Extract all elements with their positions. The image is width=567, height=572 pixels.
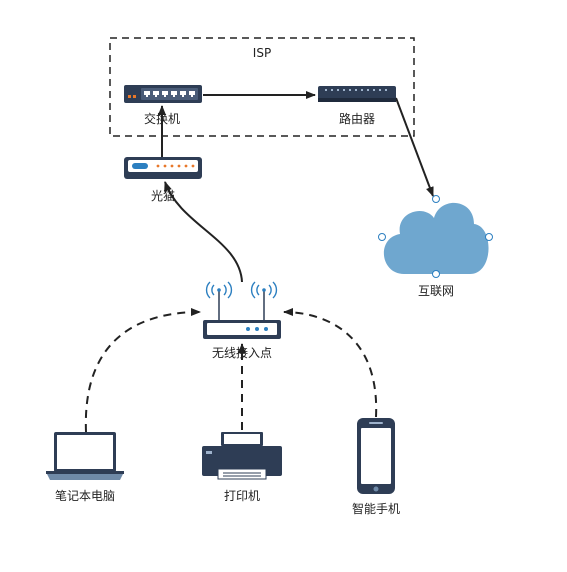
internet-label: 互联网 [418, 284, 454, 298]
router-icon[interactable] [318, 86, 396, 102]
edge-ap-modem [164, 181, 243, 283]
access-point-icon[interactable] [203, 281, 281, 339]
edge-router-internet [395, 97, 434, 197]
isp-group-box [109, 37, 415, 137]
printer-label: 打印机 [224, 489, 260, 503]
edge-laptop-ap [84, 308, 201, 433]
edge-phone-ap [283, 308, 378, 418]
access-point-label: 无线接入点 [212, 345, 272, 360]
isp-group-label: ISP [253, 46, 271, 60]
modem-label: 光猫 [151, 189, 175, 203]
router-label: 路由器 [339, 111, 375, 126]
laptop-label: 笔记本电脑 [55, 488, 115, 503]
modem-icon[interactable] [124, 157, 202, 179]
switch-icon[interactable] [124, 85, 202, 103]
connectors [84, 91, 434, 433]
switch-label: 交换机 [144, 111, 180, 126]
smartphone-icon[interactable] [357, 418, 395, 494]
smartphone-label: 智能手机 [352, 501, 400, 516]
printer-icon[interactable] [202, 432, 282, 480]
cloud-icon[interactable] [378, 195, 493, 278]
laptop-icon[interactable] [46, 432, 124, 480]
